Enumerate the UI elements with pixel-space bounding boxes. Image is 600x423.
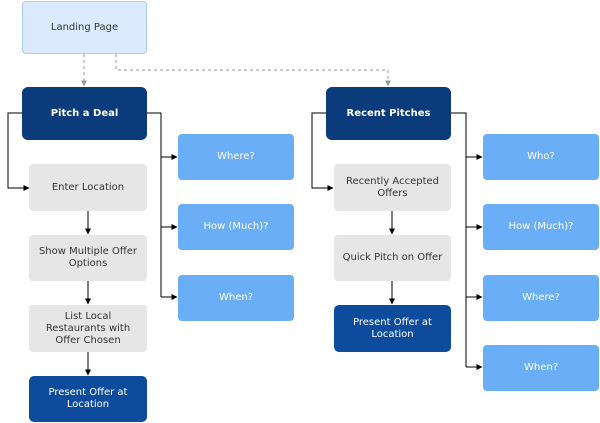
question-label: Who? [527, 151, 555, 162]
pitch-final-label: Present Offer at Location [48, 387, 128, 410]
recent-final-present-offer[interactable]: Present Offer at Location [334, 305, 451, 352]
pitch-question-how-much[interactable]: How (Much)? [178, 204, 294, 250]
question-label: Where? [217, 151, 255, 162]
pitch-step-show-offer-options[interactable]: Show Multiple Offer Options [29, 235, 147, 281]
recent-step-recently-accepted[interactable]: Recently Accepted Offers [334, 164, 451, 211]
pitch-step-label: Show Multiple Offer Options [38, 246, 138, 269]
recent-step-label: Quick Pitch on Offer [342, 252, 443, 263]
pitch-a-deal-node[interactable]: Pitch a Deal [22, 87, 147, 140]
pitch-step-label: Enter Location [51, 181, 125, 193]
recent-question-where[interactable]: Where? [483, 275, 599, 321]
recent-to-step1-connector [311, 112, 334, 191]
landing-to-recent-connector [115, 54, 391, 87]
recent-pitches-node[interactable]: Recent Pitches [326, 87, 451, 140]
pitch-questions-trunk [147, 112, 162, 297]
pitch-step-list-restaurants[interactable]: List Local Restaurants with Offer Chosen [29, 305, 147, 352]
question-label: When? [523, 362, 559, 373]
recent-question-how-much[interactable]: How (Much)? [483, 204, 599, 250]
recent-pitches-label: Recent Pitches [346, 107, 431, 119]
pitch-step-label: List Local Restaurants with Offer Chosen [45, 310, 131, 346]
pitch-question-when[interactable]: When? [178, 275, 294, 321]
recent-step-quick-pitch[interactable]: Quick Pitch on Offer [334, 235, 451, 281]
pitch-to-step1-connector [7, 112, 30, 191]
recent-step-label: Recently Accepted Offers [345, 175, 440, 199]
pitch-step-enter-location[interactable]: Enter Location [29, 164, 147, 211]
question-label: How (Much)? [203, 221, 269, 232]
pitch-final-present-offer[interactable]: Present Offer at Location [29, 376, 147, 422]
recent-question-who[interactable]: Who? [483, 134, 599, 180]
landing-page-node[interactable]: Landing Page [22, 1, 147, 54]
question-label: How (Much)? [508, 221, 574, 232]
pitch-question-where[interactable]: Where? [178, 134, 294, 180]
question-label: Where? [522, 292, 560, 303]
recent-question-when[interactable]: When? [483, 345, 599, 391]
landing-page-label: Landing Page [50, 21, 119, 33]
pitch-a-deal-label: Pitch a Deal [50, 107, 119, 119]
recent-questions-trunk [451, 112, 467, 367]
recent-final-label: Present Offer at Location [353, 316, 432, 340]
question-label: When? [218, 292, 254, 303]
